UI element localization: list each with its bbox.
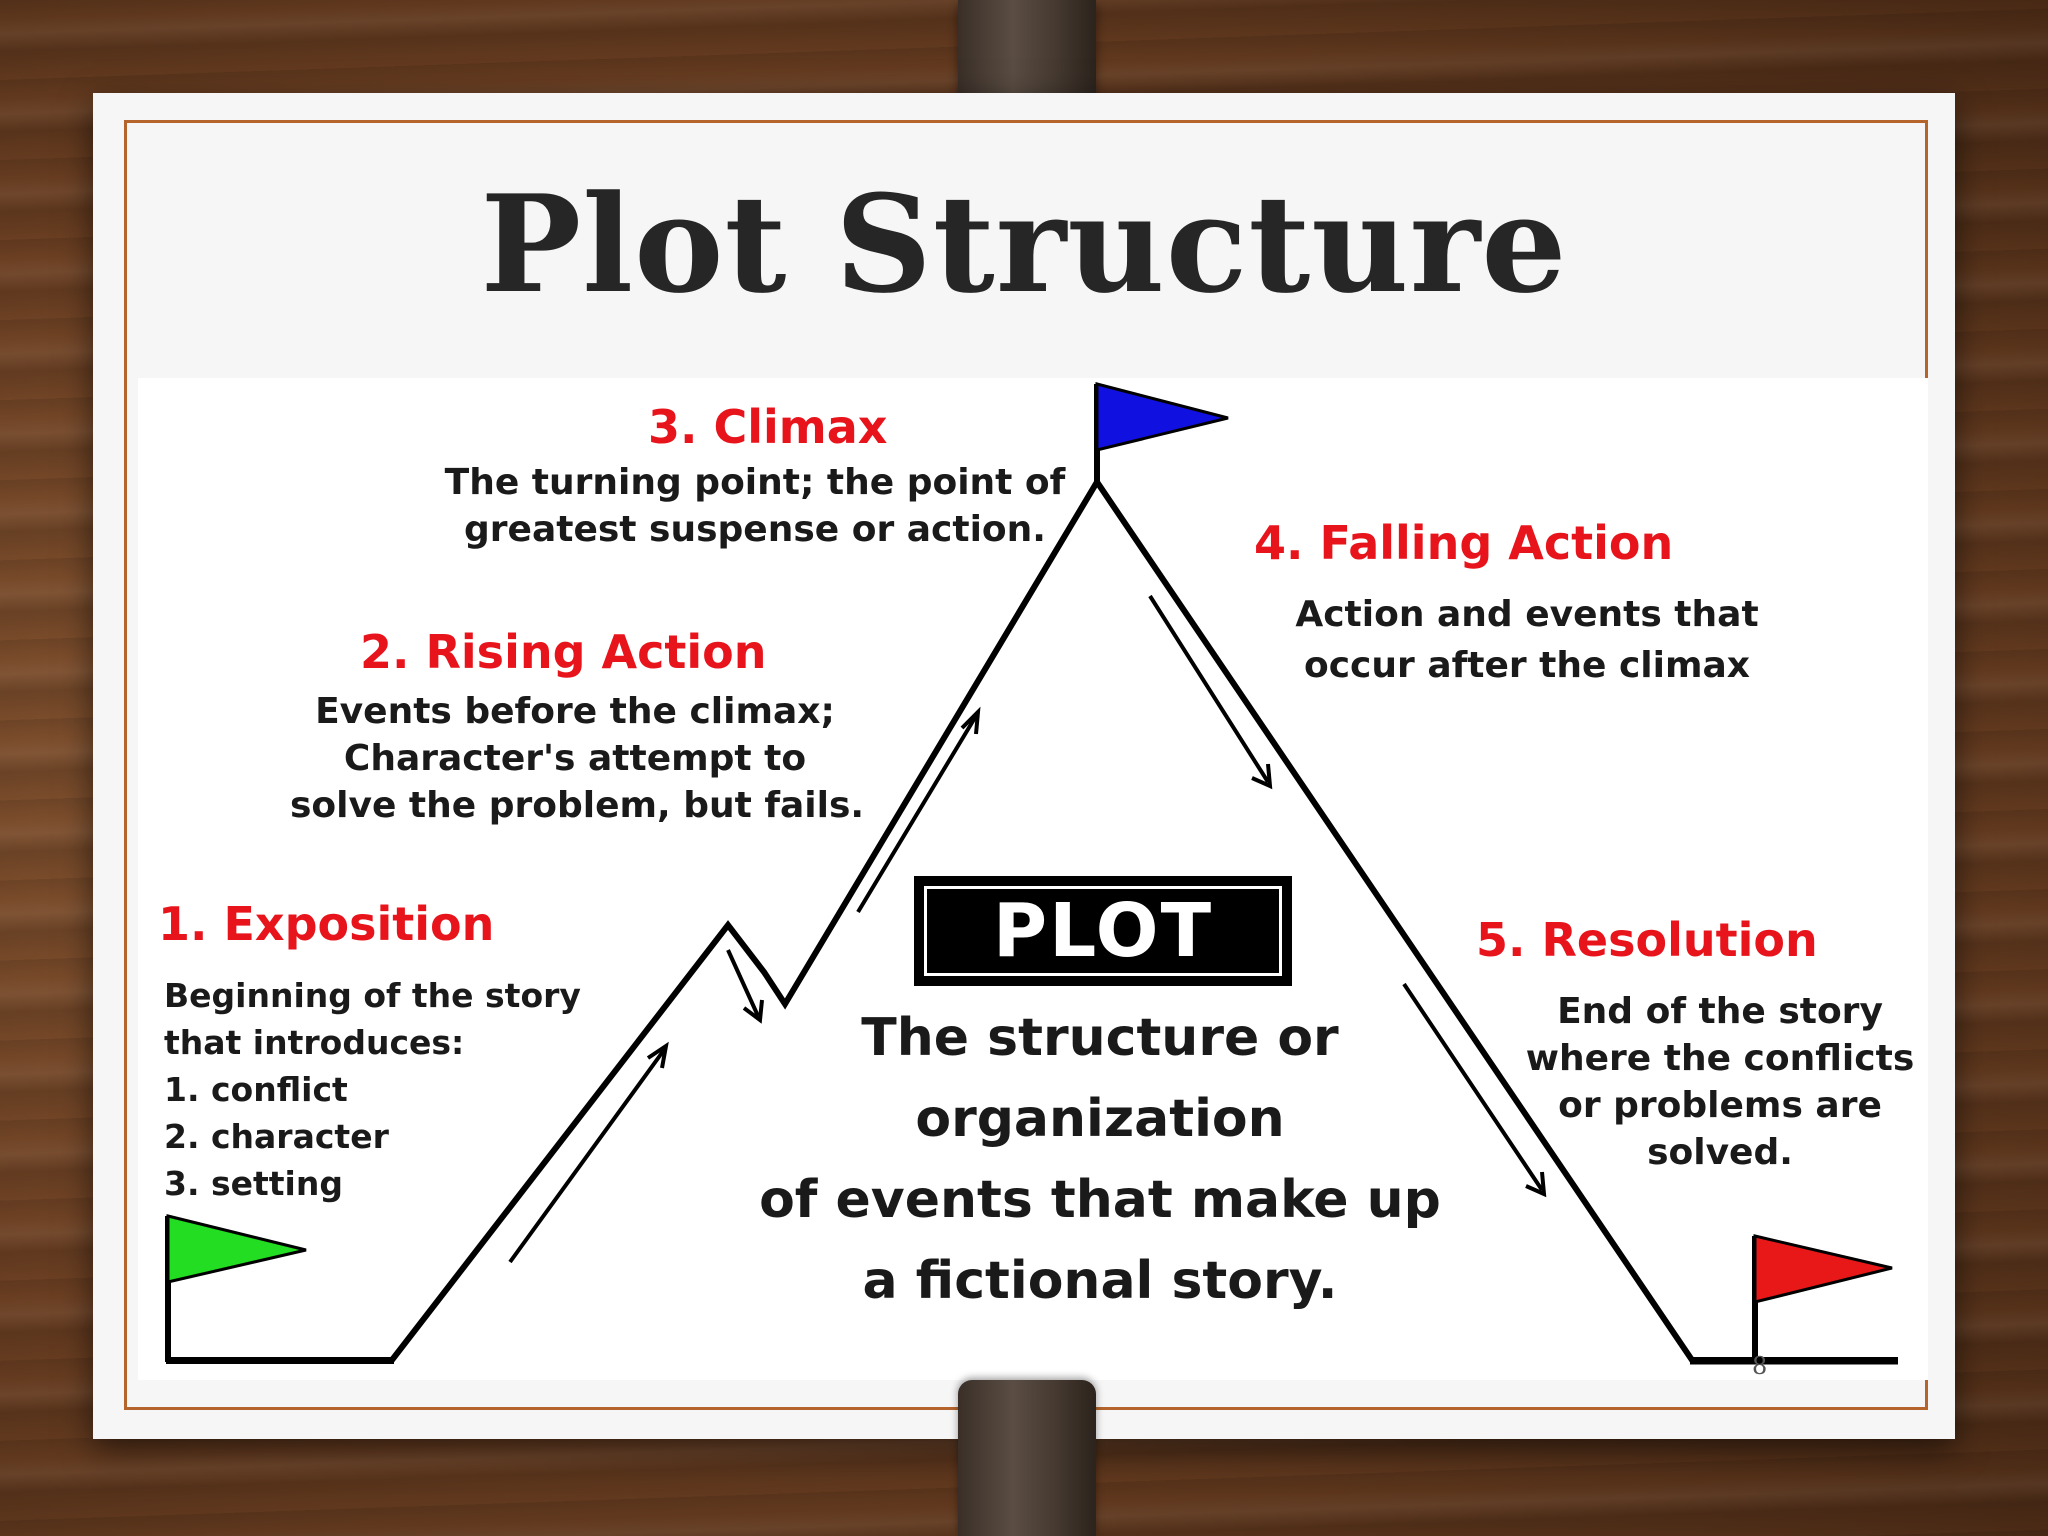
falling-action-line: occur after the climax	[1303, 645, 1751, 686]
exposition-description: Beginning of the story that introduces: …	[164, 972, 581, 1207]
climax-flag	[1094, 382, 1229, 482]
resolution-heading: 5. Resolution	[1476, 913, 1818, 967]
exposition-heading: 1. Exposition	[158, 897, 495, 951]
notch-arrow-head	[742, 999, 764, 1024]
plot-definition: The structure or organization of events …	[720, 998, 1480, 1322]
page-number: 8	[1752, 1352, 1768, 1380]
blue-flag-icon	[1095, 382, 1229, 452]
rising-action-description: Events before the climax; Character's at…	[290, 688, 865, 829]
exposition-list-item: 1. conflict	[164, 1070, 348, 1109]
plot-definition-line: The structure or	[861, 1008, 1339, 1068]
notch-arrow	[726, 949, 760, 1017]
rising-action-line: Events before the climax;	[315, 691, 835, 732]
rising-arrow-2-head	[960, 706, 981, 735]
plot-definition-line: a fictional story.	[862, 1251, 1338, 1311]
green-flag-icon	[166, 1214, 307, 1284]
climax-heading: 3. Climax	[648, 400, 888, 454]
climax-line: greatest suspense or action.	[464, 509, 1046, 550]
falling-action-description: Action and events that occur after the c…	[1262, 589, 1792, 691]
plot-label-box: PLOT	[914, 876, 1292, 986]
plot-label-inner: PLOT	[924, 886, 1282, 976]
resolution-flag	[1690, 1234, 1898, 1365]
red-flag-icon	[1753, 1234, 1893, 1304]
rising-arrow-2	[856, 714, 978, 914]
rising-arrow-1	[508, 1048, 666, 1264]
resolution-description: End of the story where the conflicts or …	[1500, 988, 1940, 1176]
exposition-list-item: 3. setting	[164, 1164, 343, 1203]
rising-arrow-1-head	[646, 1041, 669, 1069]
falling-arrow-2-head	[1525, 1171, 1547, 1198]
falling-arrow-2	[1402, 982, 1544, 1192]
exposition-line: that introduces:	[164, 1023, 465, 1062]
resolution-line: where the conflicts	[1525, 1038, 1915, 1079]
falling-action-heading: 4. Falling Action	[1254, 516, 1674, 570]
clip-bottom	[958, 1380, 1096, 1536]
exposition-line: Beginning of the story	[164, 976, 581, 1015]
plot-label: PLOT	[992, 888, 1214, 974]
climax-description: The turning point; the point of greatest…	[440, 459, 1070, 553]
climax-line: The turning point; the point of	[444, 462, 1066, 503]
rising-action-heading: 2. Rising Action	[360, 625, 767, 679]
falling-action-line: Action and events that	[1295, 594, 1759, 635]
rising-action-line: solve the problem, but fails.	[290, 785, 865, 826]
plot-mountain-line	[170, 476, 1898, 1363]
exposition-list-item: 2. character	[164, 1117, 389, 1156]
resolution-line: solved.	[1647, 1132, 1793, 1173]
falling-arrow-1	[1148, 594, 1270, 784]
falling-arrow-1-head	[1251, 763, 1273, 790]
plot-definition-line: of events that make up	[759, 1170, 1441, 1230]
resolution-line: or problems are	[1558, 1085, 1882, 1126]
slide-title: Plot Structure	[480, 165, 1568, 323]
resolution-line: End of the story	[1557, 991, 1883, 1032]
rising-action-line: Character's attempt to	[343, 738, 807, 779]
plot-definition-line: organization	[915, 1089, 1285, 1149]
exposition-flag	[165, 1214, 307, 1362]
